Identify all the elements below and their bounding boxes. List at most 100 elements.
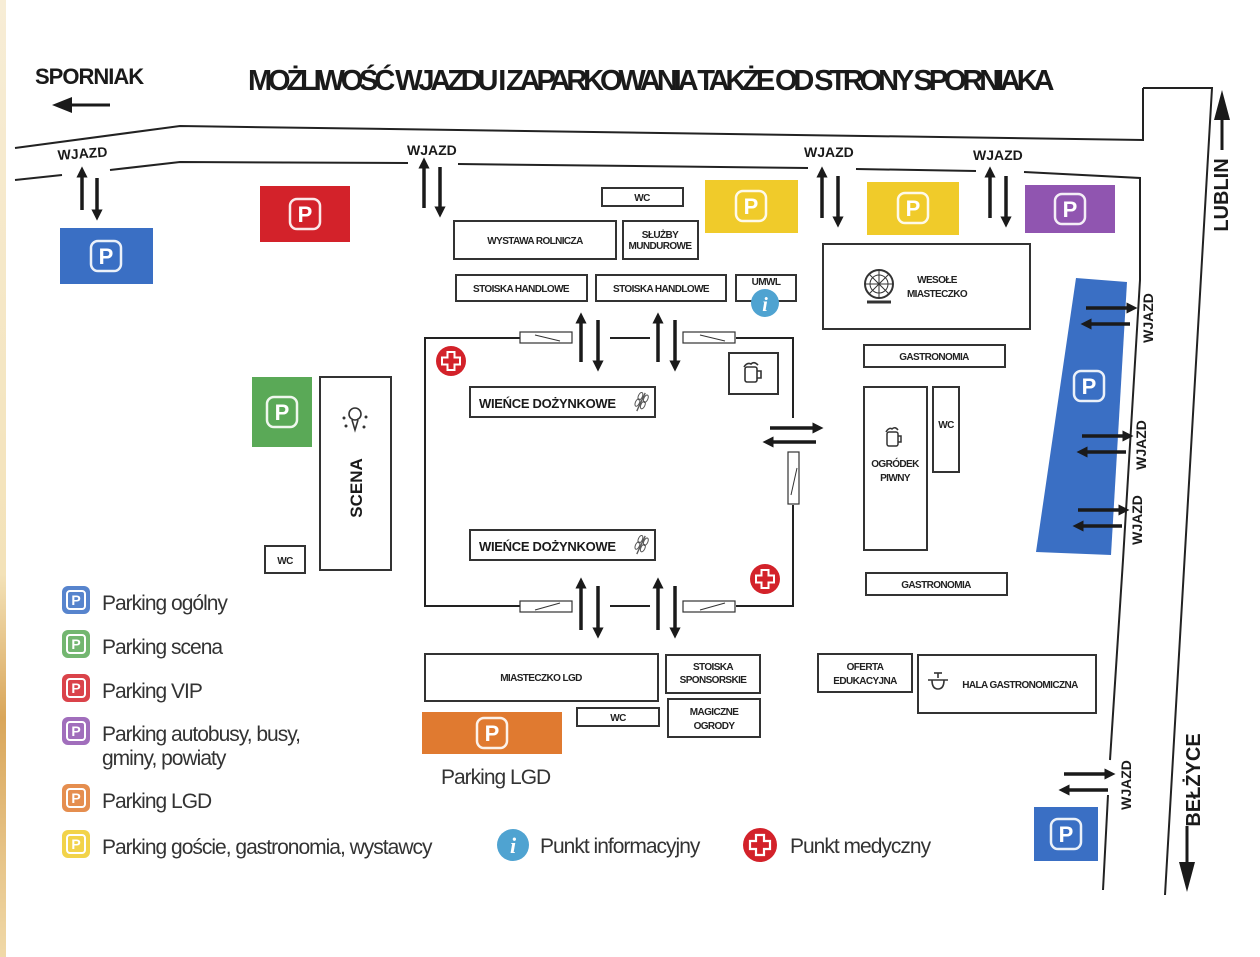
svg-text:PIWNY: PIWNY [880, 473, 911, 484]
two-way-arrow-icon [816, 166, 844, 228]
medical-point-icon[interactable] [436, 346, 466, 376]
info-point-icon[interactable]: i [751, 289, 779, 317]
parking-icon: P [1059, 822, 1074, 847]
direction-sporniak: SPORNIAK [35, 64, 144, 89]
beer-stand[interactable] [728, 352, 779, 395]
gate [519, 331, 573, 344]
medical-point-icon[interactable] [750, 564, 780, 594]
svg-text:WC: WC [634, 193, 650, 204]
parking-lgd[interactable]: P [422, 712, 562, 754]
venue-stoiska-sponsorskie[interactable]: STOISKA SPONSORSKIE [665, 654, 761, 694]
entry-label: WJAZD [1118, 760, 1134, 810]
legend-label: Parking scena [102, 636, 223, 659]
beer-mug-icon [885, 426, 902, 447]
venue-gastronomia-bottom[interactable]: GASTRONOMIA [865, 572, 1008, 596]
legend: P Parking ogólny P Parking scena P Parki… [62, 586, 933, 862]
svg-text:OGRODY: OGRODY [694, 721, 736, 732]
venue-wience-dozynkowe-1[interactable]: WIEŃCE DOŻYNKOWE [469, 386, 656, 418]
entry-label: WJAZD [1129, 495, 1145, 545]
page-title: MOŻLIWOŚĆ WJAZDU I ZAPARKOWANIA TAKŻE OD… [248, 63, 1055, 97]
two-way-horizontal-arrow-icon [1072, 504, 1130, 532]
svg-text:i: i [510, 833, 517, 858]
parking-icon: P [485, 721, 500, 746]
legend-label: Parking ogólny [102, 592, 228, 615]
venue-stoiska-handlowe-1[interactable]: STOISKA HANDLOWE [455, 274, 588, 302]
svg-text:i: i [762, 294, 768, 316]
svg-text:MIASTECZKO: MIASTECZKO [907, 289, 968, 300]
venue-wystawa-rolnicza[interactable]: WYSTAWA ROLNICZA [453, 220, 617, 260]
venue-gastronomia-top[interactable]: GASTRONOMIA [863, 344, 1006, 368]
parking-general-nw[interactable]: P [60, 228, 153, 284]
two-way-arrow-icon [652, 312, 681, 372]
two-way-horizontal-arrow-icon [762, 422, 824, 448]
venue-ogrodek-piwny[interactable]: OGRÓDEK PIWNY [863, 386, 928, 551]
parking-lgd-caption: Parking LGD [441, 766, 551, 789]
parking-guests-1[interactable]: P [705, 180, 798, 233]
entry-label: WJAZD [1133, 420, 1149, 470]
two-way-arrow-icon [575, 312, 604, 372]
parking-general-se[interactable]: P [1034, 807, 1098, 861]
parking-stage[interactable]: P [252, 377, 312, 447]
svg-text:GASTRONOMIA: GASTRONOMIA [901, 580, 971, 591]
legend-item-parking-bus: P [62, 717, 90, 745]
legend-label: Parking autobusy, busy, [102, 723, 300, 746]
venue-wc-east[interactable]: WC [932, 386, 960, 473]
wheat-icon [634, 534, 649, 555]
venue-wc-south[interactable]: WC [576, 707, 660, 727]
parking-bus[interactable]: P [1025, 185, 1115, 233]
venue-stoiska-handlowe-2[interactable]: STOISKA HANDLOWE [595, 274, 727, 302]
parking-vip[interactable]: P [260, 186, 350, 242]
svg-text:WIEŃCE DOŻYNKOWE: WIEŃCE DOŻYNKOWE [479, 539, 616, 554]
svg-text:MAGICZNE: MAGICZNE [690, 707, 739, 718]
road-right [1102, 87, 1214, 896]
two-way-horizontal-arrow-icon [1080, 302, 1138, 330]
svg-text:STOISKA: STOISKA [693, 662, 733, 673]
venue-miasteczko-lgd[interactable]: MIASTECZKO LGD [424, 653, 659, 702]
parking-icon: P [744, 194, 759, 219]
svg-text:P: P [71, 836, 80, 852]
svg-text:P: P [71, 592, 80, 608]
svg-text:BEŁŻYCE: BEŁŻYCE [1182, 733, 1205, 826]
two-way-horizontal-arrow-icon [1076, 430, 1134, 458]
svg-text:OFERTA: OFERTA [847, 662, 884, 673]
svg-text:WC: WC [610, 713, 626, 724]
central-square [424, 331, 800, 613]
parking-icon: P [906, 196, 921, 221]
venue-wience-dozynkowe-2[interactable]: WIEŃCE DOŻYNKOWE [469, 529, 656, 561]
svg-text:STOISKA HANDLOWE: STOISKA HANDLOWE [473, 284, 570, 295]
gate [519, 600, 573, 613]
gate [682, 600, 736, 613]
microphone-icon [342, 407, 368, 433]
venue-scena[interactable]: SCENA [319, 376, 392, 571]
parking-general-east[interactable]: P [1036, 278, 1127, 555]
gate [682, 331, 736, 344]
svg-text:HALA GASTRONOMICZNA: HALA GASTRONOMICZNA [962, 680, 1078, 691]
ferris-wheel-icon [864, 269, 894, 304]
page-edge [0, 0, 6, 957]
svg-text:SCENA: SCENA [347, 458, 366, 518]
venue-oferta-edukacyjna[interactable]: OFERTA EDUKACYJNA [817, 653, 913, 693]
entry-label: WJAZD [57, 144, 108, 163]
venue-wc-top[interactable]: WC [601, 187, 684, 207]
venue-wesole-miasteczko[interactable]: WESOŁE MIASTECZKO [822, 243, 1031, 330]
svg-text:WYSTAWA ROLNICZA: WYSTAWA ROLNICZA [487, 236, 583, 247]
wheat-icon [634, 391, 649, 412]
venue-hala-gastronomiczna[interactable]: HALA GASTRONOMICZNA [917, 654, 1097, 714]
legend-item-parking-lgd: P [62, 784, 90, 812]
venue-wc-stage[interactable]: WC [264, 545, 306, 574]
parking-icon: P [298, 202, 313, 227]
venue-sluzby-mundurowe[interactable]: SŁUŻBY MUNDUROWE [622, 220, 699, 260]
venue-magiczne-ogrody[interactable]: MAGICZNE OGRODY [667, 698, 761, 738]
legend-label-info: Punkt informacyjny [540, 835, 701, 858]
direction-lublin: LUBLIN [1211, 90, 1233, 232]
parking-icon: P [1063, 197, 1078, 222]
entry-label: WJAZD [1140, 293, 1156, 343]
svg-text:P: P [71, 790, 80, 806]
direction-belzyce: BEŁŻYCE [1179, 733, 1205, 892]
parking-guests-2[interactable]: P [867, 182, 959, 235]
legend-item-parking-vip: P [62, 674, 90, 702]
svg-text:WC: WC [938, 420, 954, 431]
gate [787, 451, 800, 505]
two-way-arrow-icon [418, 157, 446, 218]
